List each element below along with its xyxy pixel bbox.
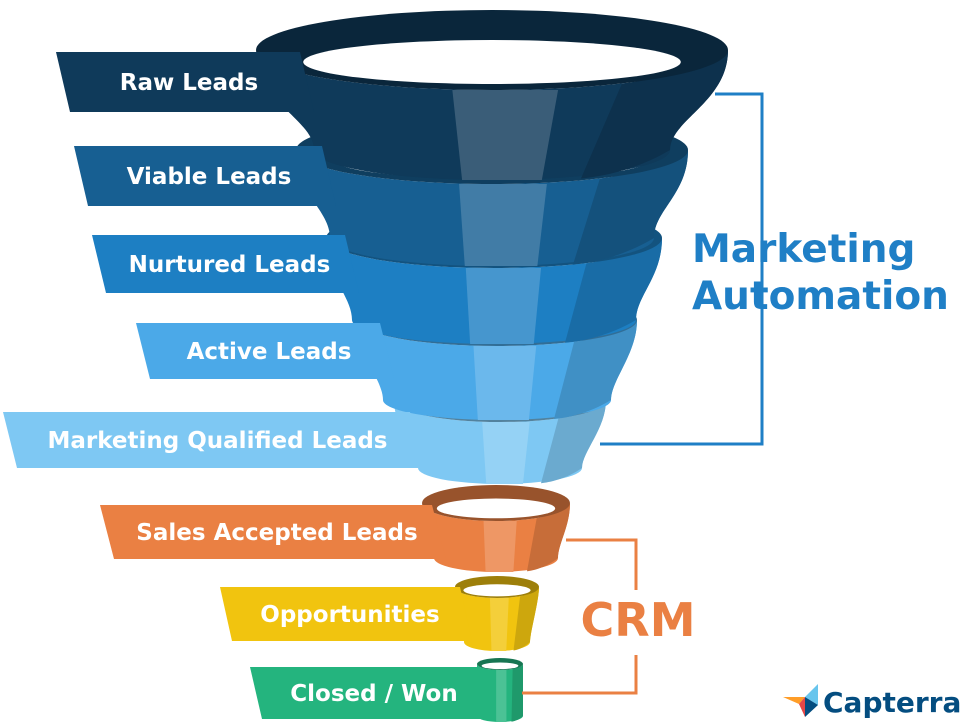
stage-ribbon: Nurtured Leads [92, 235, 359, 293]
funnel-segment-shadow [541, 400, 606, 484]
stage-label: Viable Leads [127, 164, 292, 190]
stage-ribbon: Closed / Won [250, 667, 490, 719]
marketing-automation-label-line2: Automation [692, 274, 949, 319]
funnel-segment-shadow [513, 587, 539, 651]
stage-ribbon-shape [100, 505, 446, 559]
funnel-segment-highlight [496, 670, 507, 722]
stage-ribbon: Viable Leads [74, 146, 336, 206]
crm-bracket [522, 538, 638, 695]
funnel-segment-shadow [511, 664, 523, 722]
stage-ribbon-shape [3, 412, 424, 468]
stage-label: Raw Leads [120, 70, 258, 96]
funnel-segment-highlight [482, 422, 530, 484]
funnel-segment [256, 10, 728, 180]
stage-ribbon-shape [250, 667, 490, 719]
funnel-segment-shadow [527, 503, 570, 572]
funnel-opening [303, 40, 681, 84]
stage-label: Closed / Won [290, 681, 457, 707]
stage-ribbon: Active Leads [136, 323, 394, 379]
funnel-layer [256, 10, 728, 722]
funnel-opening [436, 498, 556, 519]
funnel-segment-highlight [465, 268, 542, 344]
funnel-segment-highlight [473, 346, 537, 420]
capterra-wordmark: Capterra [823, 686, 960, 719]
funnel-segment-shadow [554, 320, 637, 419]
funnel-segment [477, 658, 523, 722]
stage-ribbon-shape [92, 235, 359, 293]
funnel-segment [422, 485, 570, 572]
stage-ribbon: Sales Accepted Leads [100, 505, 446, 559]
stage-label: Marketing Qualified Leads [47, 428, 387, 454]
funnel-opening [481, 662, 519, 670]
funnel-segment-highlight [459, 184, 547, 266]
stage-label: Nurtured Leads [129, 252, 331, 278]
funnel-segment-highlight [483, 521, 517, 572]
stage-label: Sales Accepted Leads [136, 520, 417, 546]
marketing-automation-label-line1: Marketing [692, 227, 915, 272]
stage-label: Opportunities [260, 602, 439, 628]
funnel-segment-shadow [573, 150, 688, 265]
stage-ribbon: Raw Leads [56, 52, 314, 112]
crm-label: CRM [581, 593, 696, 647]
funnel-segment [455, 576, 539, 651]
capterra-arrow-icon [783, 684, 818, 717]
stage-ribbon-shape [220, 587, 472, 641]
funnel-segment-shadow [581, 50, 728, 179]
stage-ribbon-shape [56, 52, 314, 112]
stage-ribbon: Opportunities [220, 587, 472, 641]
stage-label: Active Leads [187, 339, 352, 365]
funnel-segment-highlight [489, 598, 509, 651]
funnel-opening [463, 584, 531, 597]
funnel-segment-shadow [565, 238, 662, 343]
stage-ribbon-shape [136, 323, 394, 379]
stage-ribbon: Marketing Qualified Leads [3, 412, 424, 468]
capterra-logo: Capterra [783, 684, 960, 719]
stage-ribbon-shape [74, 146, 336, 206]
marketing-automation-bracket [600, 92, 764, 446]
funnel-segment-highlight [452, 90, 559, 180]
